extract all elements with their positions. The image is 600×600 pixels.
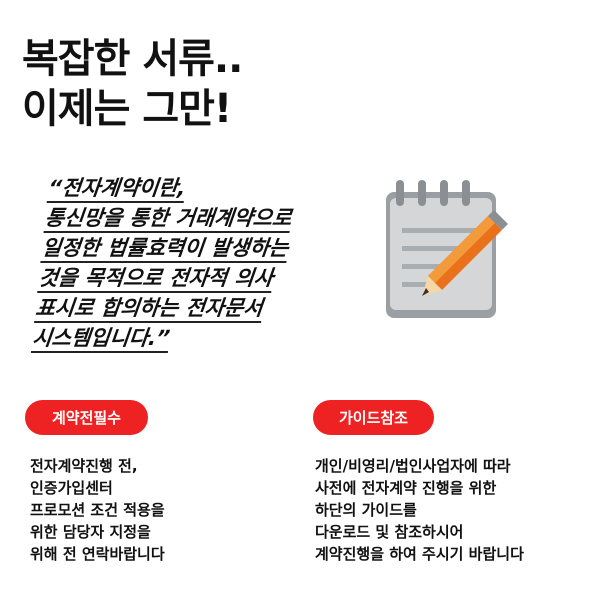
text-line: 하단의 가이드를 [315,501,417,519]
text-line: 위한 담당자 지정을 [30,523,151,541]
quote-line: 표시로 합의하는 전자문서 [34,296,264,323]
text-line: 다운로드 및 참조하시어 [315,523,464,541]
text-line: 사전에 전자계약 진행을 위한 [315,479,497,497]
text-line: 개인/비영리/법인사업자에 따라 [315,457,511,475]
guide-badge: 가이드참조 [313,400,434,435]
text-line: 위해 전 연락바랍니다 [30,545,165,563]
notepad-pencil-icon [386,180,508,318]
text-line: 프로모션 조건 적용을 [30,501,165,519]
required-badge: 계약전필수 [25,400,148,435]
text-line: 전자계약진행 전, [30,457,138,475]
quote-line: “전자계약이란, [46,176,187,203]
quote-line: 시스템입니다.” [30,326,172,353]
definition-quote: “전자계약이란, 통신망을 통한 거래계약으로 일정한 법률효력이 발생하는 것… [30,176,296,356]
quote-line: 것을 목적으로 전자적 의사 [37,266,274,293]
guide-text: 개인/비영리/법인사업자에 따라 사전에 전자계약 진행을 위한 하단의 가이드… [315,455,524,565]
text-line: 인증가입센터 [30,479,113,497]
page-title: 복잡한 서류.. 이제는 그만! [22,34,243,134]
required-text: 전자계약진행 전, 인증가입센터 프로모션 조건 적용을 위한 담당자 지정을 … [30,455,165,565]
title-line: 이제는 그만! [22,86,232,132]
text-line: 계약진행을 하여 주시기 바랍니다 [315,545,524,563]
title-line: 복잡한 서류.. [22,36,243,82]
quote-line: 통신망을 통한 거래계약으로 [43,206,293,233]
quote-line: 일정한 법률효력이 발생하는 [40,236,290,263]
